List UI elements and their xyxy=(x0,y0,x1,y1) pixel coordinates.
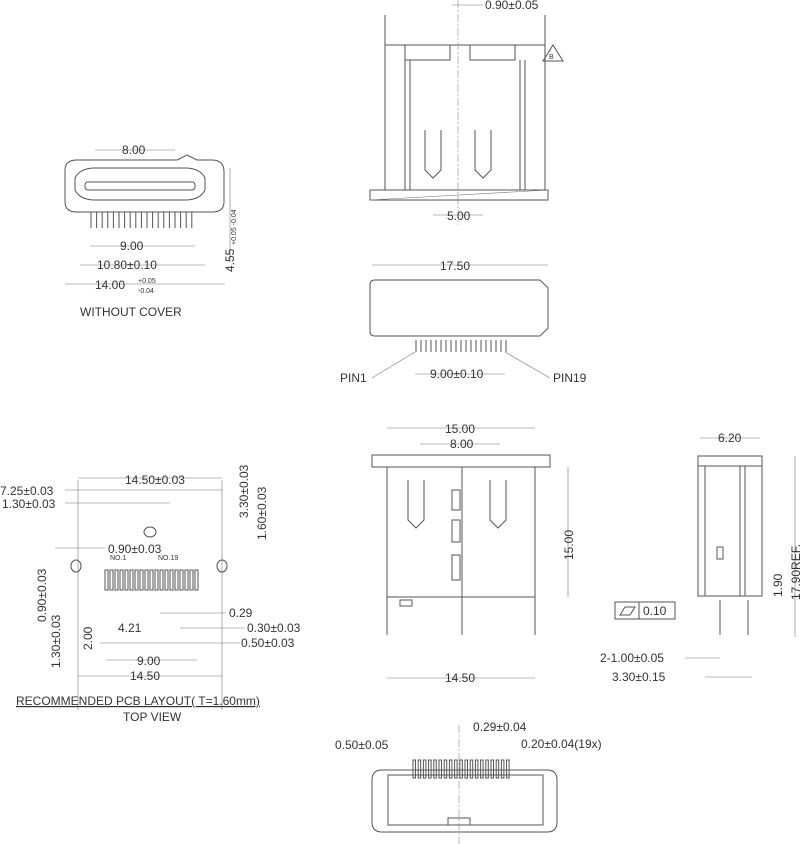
rear-d1450: 14.50 xyxy=(445,671,475,685)
front-view: 8.00 9.00 10.80±0.10 14.00 +0.05 -0.04 4… xyxy=(64,143,238,319)
pcb-d130: 1.30±0.03 xyxy=(2,497,56,511)
top-section-view: B 0.90±0.05 5.00 xyxy=(369,0,564,225)
pcb-pad xyxy=(174,569,179,591)
pcb-no19: NO.19 xyxy=(158,555,178,562)
pin-view-pin xyxy=(443,759,448,779)
pin-view-pin xyxy=(474,759,479,779)
pin-view-pin xyxy=(428,759,432,779)
pcb-d1450: 14.50 xyxy=(130,669,160,683)
dim-pins: 9.00±0.10 xyxy=(430,367,484,381)
pcb-pad xyxy=(114,569,119,591)
pcb-pad xyxy=(154,569,159,591)
front-caption: WITHOUT COVER xyxy=(80,305,182,319)
dim-4-55-tol: +0.05 -0.04 xyxy=(231,209,238,245)
pin-view-pin xyxy=(490,759,494,779)
pcb-pad xyxy=(129,569,134,591)
side-d330: 3.30±0.15 xyxy=(612,670,666,684)
dim-17-50: 17.50 xyxy=(440,259,470,273)
side-d190: 1.90 xyxy=(771,573,785,597)
pin-view-pin xyxy=(506,759,510,779)
pin-view-pin xyxy=(464,759,468,779)
dim-5: 5.00 xyxy=(447,209,471,223)
side-view: 6.20 17.90REF. 1.90 0.10 2-1.00±0.05 3.3… xyxy=(600,431,800,684)
dim-10-80: 10.80±0.10 xyxy=(97,258,157,272)
dim-pitch-top: 0.90±0.05 xyxy=(485,0,539,12)
pin-view-pin xyxy=(480,759,484,779)
dim-14-tol-dn: -0.04 xyxy=(138,288,154,295)
pcb-pad xyxy=(164,569,169,591)
pv-d050: 0.50±0.05 xyxy=(335,738,389,752)
pin-view-pin xyxy=(438,759,442,779)
rear-d1500v: 15.00 xyxy=(562,530,576,560)
pcb-pad xyxy=(194,569,199,591)
dim-14: 14.00 xyxy=(95,278,125,292)
pv-d029: 0.29±0.04 xyxy=(473,720,527,734)
rear-d1500: 15.00 xyxy=(445,422,475,436)
pcb-d421: 4.21 xyxy=(118,621,142,635)
pin-view-pin xyxy=(454,759,458,779)
dim-14-tol-up: +0.05 xyxy=(138,278,156,285)
pin-view-pin xyxy=(459,759,463,779)
side-d1790: 17.90REF. xyxy=(789,544,800,600)
dim-4-55: 4.55 xyxy=(223,248,237,272)
dim-8: 8.00 xyxy=(122,143,146,157)
pcb-d050: 0.50±0.03 xyxy=(241,636,295,650)
pin-view-pin xyxy=(422,759,427,779)
pin-view-pin xyxy=(417,759,422,779)
pin-view-pin xyxy=(500,759,505,779)
pcb-pad xyxy=(134,569,139,591)
pin-view-pin xyxy=(495,759,500,779)
pcb-pad xyxy=(179,569,184,591)
pcb-pad xyxy=(189,569,194,591)
note-mark: B xyxy=(549,54,554,61)
pcb-layout: 14.50±0.03 7.25±0.03 1.30±0.03 0.90±0.03… xyxy=(0,464,301,724)
pcb-pad xyxy=(124,569,129,591)
pcb-pad xyxy=(169,569,174,591)
pcb-pad xyxy=(109,569,114,591)
pcb-pad xyxy=(149,569,154,591)
pcb-pad xyxy=(119,569,124,591)
pcb-caption: RECOMMENDED PCB LAYOUT( T=1.60mm) xyxy=(16,694,260,708)
pcb-subcaption: TOP VIEW xyxy=(123,710,182,724)
dim-9: 9.00 xyxy=(120,239,144,253)
pin-view-pin xyxy=(469,759,474,779)
bottom-view: 17.50 PIN1 PIN19 9.00±0.10 xyxy=(340,259,587,385)
pcb-pad xyxy=(144,569,149,591)
pin-view-pin xyxy=(433,759,437,779)
pcb-d1450-top: 14.50±0.03 xyxy=(125,473,185,487)
pcb-d029: 0.29 xyxy=(229,606,253,620)
rear-d800: 8.00 xyxy=(450,437,474,451)
pcb-d090: 0.90±0.03 xyxy=(108,542,162,556)
pcb-pad xyxy=(159,569,164,591)
side-d620: 6.20 xyxy=(718,431,742,445)
pin-view-pin xyxy=(448,759,453,779)
flatness-value: 0.10 xyxy=(643,604,667,618)
pcb-d330: 3.30±0.03 xyxy=(237,464,251,518)
pin-view: 0.29±0.04 0.50±0.05 0.20±0.04(19x) xyxy=(335,720,602,844)
rear-view: 15.00 8.00 15.00 14.50 xyxy=(371,422,576,685)
pcb-d725: 7.25±0.03 xyxy=(0,484,54,498)
pcb-d900: 9.00 xyxy=(137,654,161,668)
pcb-d160: 1.60±0.03 xyxy=(255,486,269,540)
pcb-pad xyxy=(104,569,109,591)
pcb-d130v: 1.30±0.03 xyxy=(49,614,63,668)
pcb-pad xyxy=(139,569,144,591)
pin19-label: PIN19 xyxy=(553,371,587,385)
pcb-d200: 2.00 xyxy=(81,626,95,650)
side-d2x100: 2-1.00±0.05 xyxy=(600,651,664,665)
pcb-d030: 0.30±0.03 xyxy=(247,621,301,635)
pcb-pad xyxy=(184,569,189,591)
pin1-label: PIN1 xyxy=(340,371,367,385)
pin-view-pin xyxy=(485,759,489,779)
pin-view-pin xyxy=(412,759,416,779)
pv-d020: 0.20±0.04(19x) xyxy=(521,737,602,751)
pcb-d090v: 0.90±0.03 xyxy=(35,568,49,622)
pcb-no1: NO.1 xyxy=(110,555,126,562)
